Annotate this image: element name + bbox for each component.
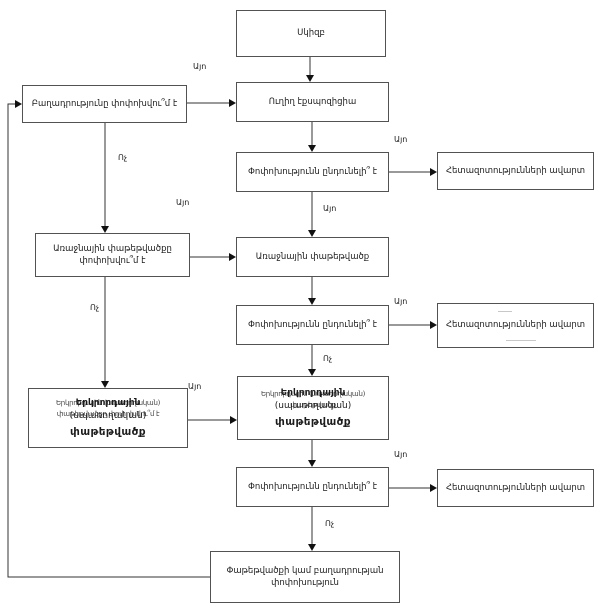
node-change-line1: Փաթեթվածքի կամ բաղադրության bbox=[226, 565, 384, 576]
edge-label-no-acceptable-3: Ոչ bbox=[325, 519, 335, 528]
node-change-line2: փոփոխություն bbox=[271, 578, 339, 588]
scan-artifact-dots bbox=[506, 340, 536, 341]
edge-label-yes-primary: Այո bbox=[176, 198, 190, 207]
edge-label-yes-acceptable-1: Այո bbox=[394, 135, 408, 144]
node-secondary-pack: Երկրորդային (սպառողական) փաթեթվածք Երկրո… bbox=[237, 376, 389, 440]
node-question-secondary-line1: Երկրորդային bbox=[75, 398, 141, 409]
node-start-label: Սկիզբ bbox=[297, 28, 325, 39]
edge-label-no-acceptable-2: Ոչ bbox=[323, 354, 333, 363]
node-end-research-3-label: Հետազոտությունների ավարտ bbox=[445, 482, 586, 493]
node-secondary-pack-line3: փաթեթվածք bbox=[275, 416, 351, 429]
node-primary-pack-label: Առաջնային փաթեթվածք bbox=[255, 251, 370, 262]
node-question-primary-pack-line2: փոփոխվու՞մ է bbox=[79, 256, 146, 266]
node-start: Սկիզբ bbox=[236, 10, 386, 57]
node-change-pack-or-composition: Փաթեթվածքի կամ բաղադրության փոփոխություն bbox=[210, 551, 400, 603]
node-end-research-1-label: Հետազոտությունների ավարտ bbox=[445, 165, 586, 176]
node-question-composition-label: Բաղադրությունը փոփոխվու՞մ է bbox=[31, 98, 178, 109]
node-question-acceptable-3: Փոփոխությունն ընդունելի՞ է bbox=[236, 467, 389, 507]
edge-label-yes-acceptable-2: Այո bbox=[394, 297, 408, 306]
node-direct-exposure-label: Ուղիղ էքսպոզիցիա bbox=[268, 96, 357, 107]
node-question-acceptable-3-label: Փոփոխությունն ընդունելի՞ է bbox=[248, 481, 377, 492]
node-primary-pack: Առաջնային փաթեթվածք bbox=[236, 237, 389, 277]
node-end-research-3: Հետազոտությունների ավարտ bbox=[437, 469, 594, 507]
node-question-acceptable-1: Փոփոխությունն ընդունելի՞ է bbox=[236, 152, 389, 192]
node-direct-exposure: Ուղիղ էքսպոզիցիա bbox=[236, 82, 389, 122]
node-secondary-pack-line2: (սպառողական) bbox=[274, 401, 352, 412]
edge-label-yes-acceptable-3: Այո bbox=[394, 450, 408, 459]
node-question-secondary-pack: Երկրորդային (սպառողական) փաթեթվածքը փոփո… bbox=[28, 388, 188, 448]
node-question-composition: Բաղադրությունը փոփոխվու՞մ է bbox=[22, 85, 187, 123]
edge-label-no-composition: Ոչ bbox=[118, 153, 128, 162]
node-question-secondary-line2: (սպառողական) bbox=[69, 411, 147, 422]
node-question-acceptable-2-label: Փոփոխությունն ընդունելի՞ է bbox=[248, 319, 377, 330]
node-end-research-2: Հետազոտությունների ավարտ bbox=[437, 303, 594, 348]
node-question-secondary-line3: փաթեթվածք bbox=[70, 426, 146, 439]
edge-label-yes-down-1: Այո bbox=[323, 204, 337, 213]
node-secondary-pack-line1: Երկրորդային bbox=[280, 388, 346, 399]
edge-label-yes-secondary: Այո bbox=[188, 382, 202, 391]
edge-label-yes-composition: Այո bbox=[193, 62, 207, 71]
node-end-research-1: Հետազոտությունների ավարտ bbox=[437, 152, 594, 190]
edge-label-no-primary: Ոչ bbox=[90, 303, 100, 312]
scan-artifact-dash bbox=[498, 311, 512, 312]
node-question-acceptable-1-label: Փոփոխությունն ընդունելի՞ է bbox=[248, 166, 377, 177]
node-question-acceptable-2: Փոփոխությունն ընդունելի՞ է bbox=[236, 305, 389, 345]
node-question-primary-pack-line1: Առաջնային փաթեթվածքը bbox=[53, 243, 172, 254]
node-question-primary-pack: Առաջնային փաթեթվածքը փոփոխվու՞մ է bbox=[35, 233, 190, 277]
node-end-research-2-label: Հետազոտությունների ավարտ bbox=[445, 320, 586, 331]
